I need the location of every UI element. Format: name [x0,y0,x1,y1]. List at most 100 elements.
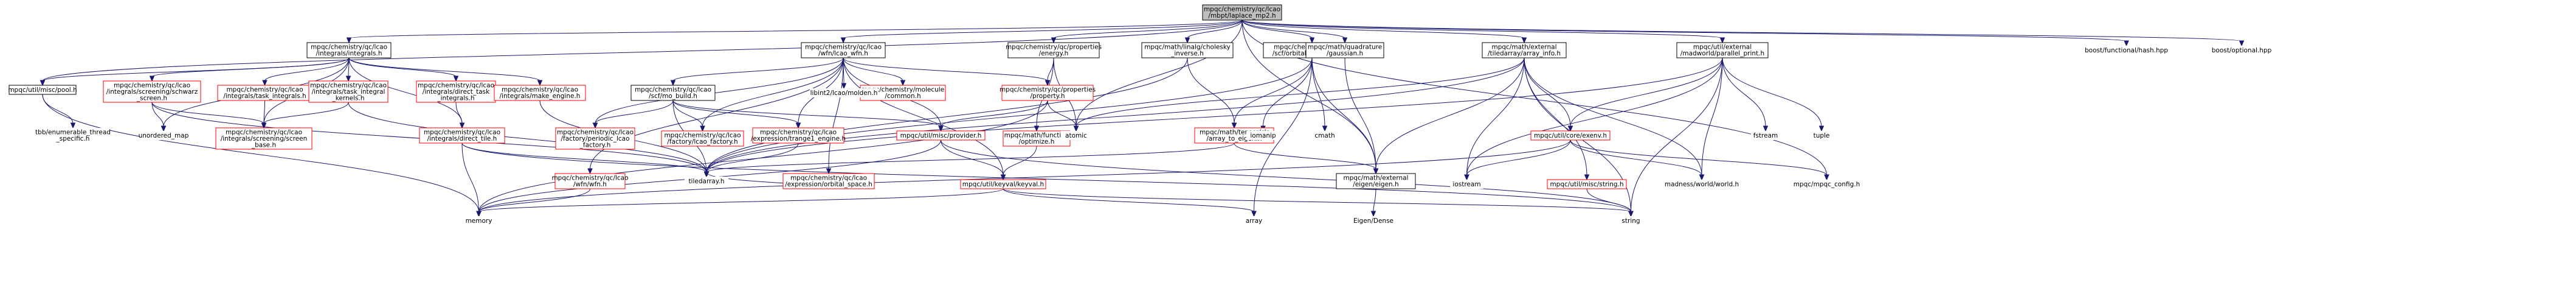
node-pool[interactable]: mpqc/util/misc/pool.h [8,85,77,95]
edge-wfn-to-wfnh [587,57,844,175]
edge-line [1466,57,1723,176]
node-label-line: mpqc/chemistry/qc/properties [1006,44,1102,51]
node-exenv[interactable]: mpqc/util/core/exenv.h [1530,130,1611,141]
node-label-line: /madworld/parallel_print.h [1680,50,1764,57]
node-property[interactable]: mpqc/chemistry/qc/properties/property.h [1000,85,1096,101]
edge-root-to-integrals [346,19,1243,44]
edge-line [1263,57,1313,127]
edge-root-to-wfn [840,19,1243,44]
node-periodic[interactable]: mpqc/chemistry/qc/lcao/factory/periodic_… [555,127,635,150]
edge-arrowhead [346,37,352,44]
node-label-line: mpqc/chemistry/qc/lcao [760,129,837,136]
node-orbspace[interactable]: mpqc/chemistry/qc/lcao/expression/orbita… [782,173,875,189]
node-label-line: /expression/orbital_space.h [785,181,872,188]
node-provider[interactable]: mpqc/util/misc/provider.h [896,130,986,141]
edge-arrowhead [1763,125,1769,132]
edge-line [843,57,903,82]
edge-line [348,57,540,82]
node-energy[interactable]: mpqc/chemistry/qc/properties/energy.h [1006,42,1102,58]
edge-line [1466,57,1525,176]
edge-parprint-to-fstream [1722,57,1769,132]
node-label-line: iostream [1452,181,1480,188]
node-directtask[interactable]: mpqc/chemistry/qc/lcao/integrals/direct_… [416,80,496,103]
node-box [9,85,77,95]
node-fstream: fstream [1751,131,1780,140]
node-screenbase[interactable]: mpqc/chemistry/qc/lcao/integrals/screeni… [215,127,313,150]
node-label-line: array [1246,217,1263,225]
node-label-line: mpqc/mpqc_config.h [1794,181,1860,188]
node-lcaofact[interactable]: mpqc/chemistry/qc/lcao/factory/lcao_fact… [661,130,744,147]
node-box [1336,173,1416,189]
node-frange[interactable]: mpqc/chemistry/qc/lcao/expression/trange… [751,127,846,144]
node-taskints[interactable]: mpqc/chemistry/qc/lcao/integrals/task_in… [217,85,313,101]
edge-exenv-to-iostream [1464,139,1571,181]
edge-line [348,102,707,173]
node-box [1795,180,1859,189]
node-label-line: /common.h [885,93,920,100]
node-wfnh[interactable]: mpqc/chemistry/qc/lcao/wfn/wfn.h [551,173,629,189]
edge-line [706,57,1525,173]
node-box [1482,42,1567,58]
node-integrals[interactable]: mpqc/chemistry/qc/lcao/integrals/integra… [306,42,392,58]
node-cholesky[interactable]: mpqc/math/linalg/cholesky_inverse.h [1141,42,1234,58]
edge-line [348,19,1243,39]
node-wfn[interactable]: mpqc/chemistry/qc/lcao/wfn/lcao_wfn.h [801,42,886,58]
node-optional: boost/optional.hpp [2212,46,2272,55]
node-box [419,127,505,144]
edge-arrowhead [453,76,459,82]
edge-root-to-gaussian [1241,19,1348,44]
node-label-line: tbb/enumerable_thread [35,129,111,136]
edge-arrowhead [1322,125,1328,132]
node-taskkern[interactable]: mpqc/chemistry/qc/lcao/integrals/task_in… [308,80,388,103]
edge-line [263,100,265,124]
node-keyval[interactable]: mpqc/util/keyval/keyval.h [960,179,1046,189]
node-parprint[interactable]: mpqc/util/external/madworld/parallel_pri… [1676,42,1769,58]
edge-arrowhead [537,80,543,86]
edge-line [595,100,674,124]
node-gaussian[interactable]: mpqc/math/quadrature/gaussian.h [1305,42,1384,58]
edge-line [672,100,703,127]
node-strh[interactable]: mpqc/util/misc/string.h [1547,179,1627,189]
edge-arrowhead [1342,37,1348,44]
edge-line [478,188,590,212]
edge-line [1570,57,1723,127]
node-directtile[interactable]: mpqc/chemistry/qc/lcao/integrals/direct_… [419,127,505,144]
edge-line [1053,19,1243,39]
node-label-line: mpqc/chemistry/qc/lcao [805,44,882,51]
edge-wfnh-to-memory [476,188,590,217]
edge-line [1047,100,1077,127]
node-cmath: cmath [1310,131,1339,140]
node-optimize[interactable]: mpqc/math/function/optimize.h [1003,130,1071,147]
node-box [1547,179,1627,189]
node-box [1809,131,1834,140]
edge-wfn-to-orbspace [826,57,844,175]
node-eigen[interactable]: mpqc/math/external/eigen/eigen.h [1336,173,1416,189]
node-label-line: /wfn/lcao_wfn.h [818,50,868,57]
edge-cholesky-to-tensorctr [1187,57,1237,129]
edge-arrowhead [703,171,710,178]
file-nodes: mpqc/chemistry/qc/lcao/mbpt/laplace_mp2.… [8,4,2272,225]
node-label-line: mpqc/chemistry/qc/lcao [226,128,302,136]
edge-wfn-to-property [843,57,1051,86]
edge-line [1241,19,2127,42]
edge-line [1003,188,1631,212]
edge-pool-to-tbbenum [42,94,76,129]
node-unordered: unordered_map [139,131,189,140]
node-label-line: mpqc/util/keyval/keyval.h [962,181,1044,188]
edge-line [1254,57,1313,212]
node-label-line: mpqc/math/function [1004,132,1069,139]
edge-line [461,142,479,212]
node-root[interactable]: mpqc/chemistry/qc/lcao/mbpt/laplace_mp2.… [1202,4,1282,21]
node-label-line: mpqc/math/linalg/cholesky [1144,44,1231,51]
node-box [1007,42,1100,58]
edge-tensorctr-to-eigen [1234,142,1379,175]
node-schwarz[interactable]: mpqc/chemistry/qc/lcao/integrals/screeni… [103,80,201,103]
node-label-line: mpqc/chemistry/qc/lcao [310,82,387,89]
edge-parprint-to-madworld [1699,57,1723,181]
node-build[interactable]: mpqc/chemistry/qc/lcao/scf/mo_build.h [630,85,716,101]
edge-line [478,139,1571,212]
node-arrayinfo[interactable]: mpqc/math/external/tiledarray/array_info… [1482,42,1567,58]
edge-line [151,57,350,77]
edge-line [706,142,1235,173]
node-makeengine[interactable]: mpqc/chemistry/qc/lcao/integrals/make_en… [494,85,586,101]
